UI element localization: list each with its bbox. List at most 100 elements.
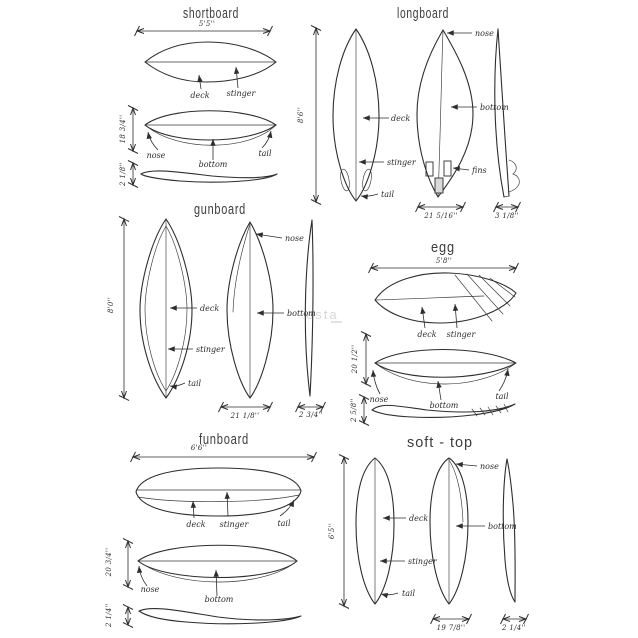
egg-bottom-arrow xyxy=(436,380,442,401)
funboard-title: funboard xyxy=(199,431,249,448)
softtop-width-dim: 19 7/8'' xyxy=(437,624,466,632)
gunboard-length-dim: 8'0'' xyxy=(107,297,115,313)
funboard-tail-arrow xyxy=(279,499,295,517)
longboard-tail-arrow xyxy=(360,193,379,200)
softtop-stinger-label: stinger xyxy=(408,557,438,566)
shortboard-deck-arrow xyxy=(197,74,203,90)
softtop-tail-label: tail xyxy=(402,589,416,598)
shortboard-nose-label: nose xyxy=(147,151,166,160)
funboard-thickness-dim: 2 1/4'' xyxy=(105,603,113,628)
shortboard-thickness-dim: 2 1/8'' xyxy=(119,162,127,187)
egg-deck-label: deck xyxy=(417,330,436,339)
egg-deck-hatch-2 xyxy=(466,273,504,315)
longboard-fins-label: fins xyxy=(471,166,487,175)
watermark-text: esta xyxy=(306,307,339,322)
gunboard-side-profile xyxy=(304,219,314,397)
brand-watermark: esta xyxy=(306,307,342,323)
longboard-width-dim: 21 5/16'' xyxy=(423,212,457,220)
shortboard-title: shortboard xyxy=(183,5,239,22)
egg-deck-outline xyxy=(374,272,517,324)
longboard-fins-arrow xyxy=(452,166,470,172)
gunboard-width-dim: 21 1/8'' xyxy=(230,412,260,420)
egg-bottom-rail-line xyxy=(374,362,517,385)
egg-side-hatch-1 xyxy=(471,408,478,417)
softtop-bottom-rail-line xyxy=(448,459,464,523)
egg-side-hatch-2 xyxy=(479,407,486,416)
softtop-thickness-dim: 2 1/4'' xyxy=(501,624,526,632)
softtop-length-dim: 6'5'' xyxy=(328,523,336,539)
gunboard-tail-arrow xyxy=(169,382,186,390)
longboard-side-fin-box-right xyxy=(443,160,452,177)
egg-side-profile xyxy=(371,403,516,418)
funboard-side-profile xyxy=(138,607,302,625)
egg-deck-stringer-line xyxy=(374,295,485,301)
softtop-deck-label: deck xyxy=(409,514,428,523)
funboard-nose-label: nose xyxy=(141,585,160,594)
longboard-side-fin-box-left xyxy=(425,161,434,177)
shortboard-nose-arrow xyxy=(146,131,159,151)
longboard-side-front-edge xyxy=(497,28,510,197)
egg-deck-arrow xyxy=(420,306,426,329)
egg-stinger-label: stinger xyxy=(447,330,477,339)
funboard-length-dim: 6'6'' xyxy=(191,444,207,452)
longboard-title: longboard xyxy=(397,5,449,22)
section-gunboard: gunboard 8'0'' deck stinger tail nose bo… xyxy=(107,201,326,420)
section-funboard: funboard 6'6'' deck stinger tail nose bo… xyxy=(105,431,317,628)
gunboard-deck-label: deck xyxy=(200,304,219,313)
section-shortboard: shortboard 5'5'' deck stinger nose botto… xyxy=(119,5,278,188)
gunboard-bottom-label: bottom xyxy=(287,309,316,318)
longboard-left-fin xyxy=(340,168,350,192)
shortboard-length-dim: 5'5'' xyxy=(199,20,215,28)
longboard-length-dim: 8'6'' xyxy=(297,107,305,123)
shortboard-tail-label: tail xyxy=(258,149,272,158)
longboard-right-fin xyxy=(362,168,372,192)
funboard-nose-arrow xyxy=(136,565,148,587)
egg-nose-label: nose xyxy=(370,395,389,404)
longboard-bottom-outline xyxy=(416,29,474,198)
shortboard-bottom-outline xyxy=(144,110,277,141)
softtop-tail-arrow xyxy=(380,592,399,599)
egg-thickness-dim: 2 5/8'' xyxy=(350,398,358,423)
shortboard-tail-arrow xyxy=(261,130,273,149)
funboard-stinger-arrow xyxy=(224,491,230,517)
longboard-side-fins-profile xyxy=(507,159,520,193)
longboard-nose-label: nose xyxy=(475,29,494,38)
longboard-side-back-edge xyxy=(494,28,505,198)
egg-deck-hatch-4 xyxy=(489,277,516,298)
egg-bottom-outline xyxy=(374,349,517,378)
shortboard-side-profile xyxy=(140,170,278,183)
longboard-tail-label: tail xyxy=(381,190,395,199)
longboard-thickness-dim: 3 1/8'' xyxy=(495,212,519,220)
shortboard-stinger-label: stinger xyxy=(227,89,257,98)
egg-tail-arrow xyxy=(498,368,510,392)
egg-tail-label: tail xyxy=(495,392,509,401)
egg-side-hatch-5 xyxy=(503,403,509,413)
egg-side-hatch-4 xyxy=(495,405,502,414)
egg-length-dim: 5'8'' xyxy=(436,257,452,265)
shortboard-bottom-rail-line xyxy=(144,124,277,146)
shortboard-stinger-arrow xyxy=(233,66,240,89)
funboard-bottom-outline xyxy=(137,544,298,579)
section-longboard: longboard 8'6'' deck stinger tail nose b… xyxy=(297,5,521,220)
funboard-deck-rail-line xyxy=(137,494,300,503)
shortboard-width-dim: 18 3/4'' xyxy=(119,115,127,144)
longboard-deck-label: deck xyxy=(391,114,410,123)
egg-title: egg xyxy=(431,239,455,256)
egg-deck-hatch-3 xyxy=(478,274,511,307)
funboard-bottom-label: bottom xyxy=(205,595,234,604)
funboard-bottom-rail-line xyxy=(137,560,298,583)
gunboard-nose-label: nose xyxy=(285,234,304,243)
funboard-tail-label: tail xyxy=(277,519,291,528)
egg-nose-arrow xyxy=(370,369,381,395)
softtop-nose-label: nose xyxy=(480,462,499,471)
section-egg: egg 5'8'' deck stinger nose bottom tail … xyxy=(350,239,519,426)
egg-stinger-arrow xyxy=(452,303,459,329)
gunboard-tail-label: tail xyxy=(188,379,202,388)
softtop-nose-arrow xyxy=(455,461,478,468)
gunboard-bottom-rail-line xyxy=(232,223,251,313)
egg-side-hatch-3 xyxy=(487,406,494,416)
gunboard-title: gunboard xyxy=(194,201,246,218)
gunboard-stinger-label: stinger xyxy=(196,345,226,354)
